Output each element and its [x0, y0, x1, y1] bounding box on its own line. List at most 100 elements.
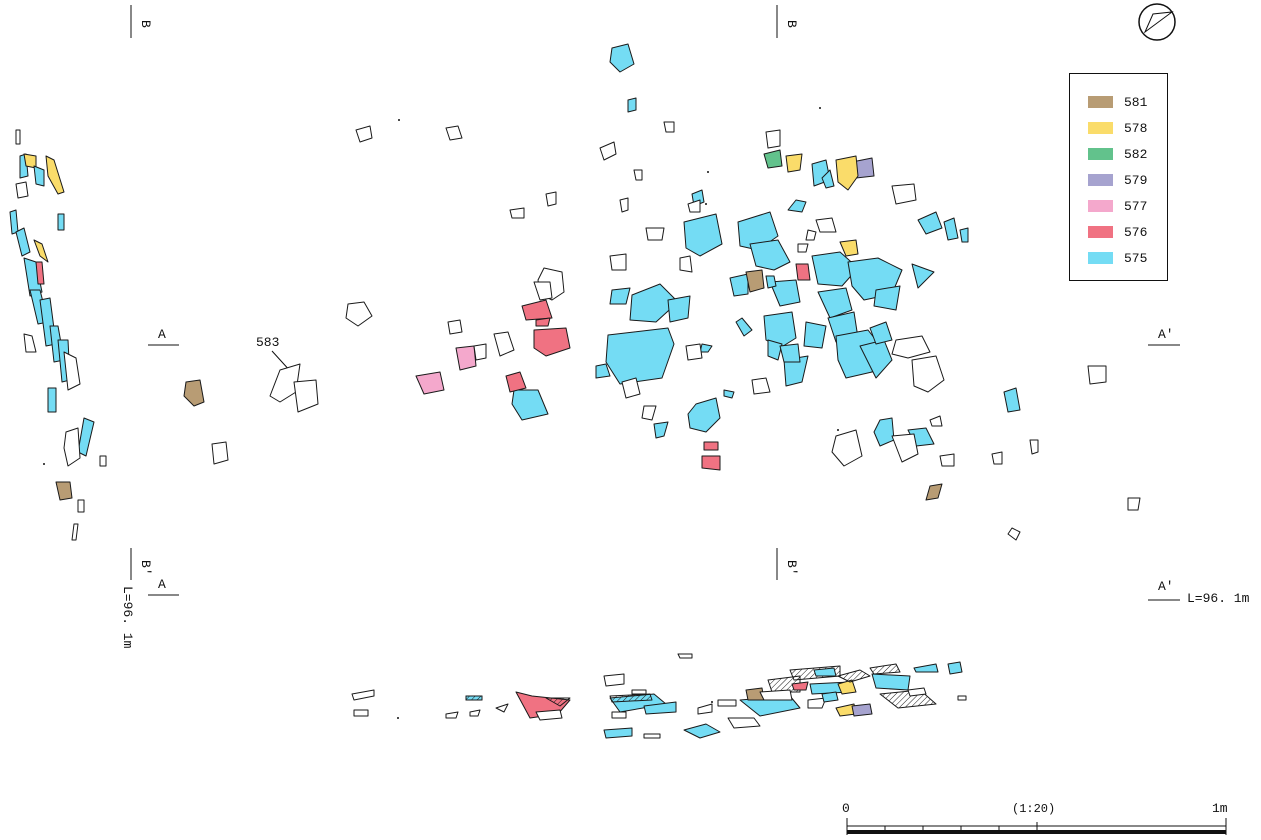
point-marker — [398, 119, 400, 121]
sherd — [545, 697, 571, 707]
sherd — [465, 695, 483, 701]
stone — [879, 689, 937, 709]
sherd — [535, 317, 551, 327]
sherd — [627, 97, 637, 113]
sherd — [723, 389, 735, 399]
sherd — [767, 339, 783, 361]
stone — [929, 415, 943, 427]
sherd — [767, 675, 801, 693]
stone — [63, 427, 81, 467]
stone — [77, 499, 85, 513]
stone — [797, 243, 809, 253]
stone — [685, 343, 703, 361]
stone — [15, 181, 29, 199]
point-marker — [397, 717, 399, 719]
stone — [535, 709, 563, 721]
scale-ratio-label: (1:20) — [1012, 802, 1055, 816]
stone — [663, 121, 675, 133]
sherd — [1003, 387, 1021, 413]
stone — [99, 455, 107, 467]
stone — [447, 319, 463, 335]
stone — [645, 227, 665, 241]
marker-b-top-right: B — [784, 20, 799, 28]
sherd — [653, 421, 669, 439]
sherd — [683, 723, 721, 739]
point-marker — [705, 203, 707, 205]
stone — [611, 711, 627, 719]
stone — [891, 335, 931, 359]
legend-label: 576 — [1124, 224, 1148, 240]
stone — [63, 351, 81, 391]
legend-item-582: 582 — [1088, 146, 1147, 162]
elevation-label-right: L=96. 1m — [1187, 591, 1250, 606]
stone — [641, 405, 657, 421]
stone — [939, 453, 955, 467]
sherd — [45, 155, 65, 195]
scale-bar: 0 (1:20) 1m — [842, 801, 1228, 835]
sherd — [603, 727, 633, 739]
sherd — [917, 211, 943, 235]
sherd — [455, 345, 477, 371]
sherd — [9, 209, 19, 235]
legend-item-575: 575 — [1088, 250, 1147, 266]
stone — [509, 207, 525, 219]
marker-b-bottom-right: B' — [784, 560, 799, 576]
legend-item-581: 581 — [1088, 94, 1147, 110]
stone — [545, 191, 557, 207]
sherd — [745, 269, 765, 293]
sherd — [813, 667, 837, 677]
sherd — [609, 693, 653, 703]
legend-swatch — [1088, 252, 1113, 264]
sherd — [629, 283, 679, 323]
sherd — [787, 199, 807, 213]
sherd — [839, 239, 859, 257]
point-marker — [43, 463, 45, 465]
sherd — [35, 261, 45, 285]
sherd — [943, 217, 959, 241]
sherd — [821, 691, 839, 703]
stone — [473, 343, 487, 361]
sherd — [911, 263, 935, 289]
stone — [533, 281, 553, 301]
legend-label: 579 — [1124, 172, 1148, 188]
sherd — [873, 285, 901, 311]
sherd — [869, 663, 901, 675]
stone — [493, 331, 515, 357]
stone — [23, 333, 37, 353]
sherd — [33, 165, 45, 187]
legend-label: 577 — [1124, 198, 1148, 214]
stone — [831, 429, 863, 467]
sherd — [803, 321, 827, 349]
stone — [991, 451, 1003, 465]
stone — [697, 703, 713, 715]
sherd — [729, 273, 749, 297]
sherd — [643, 701, 677, 715]
sherd — [609, 43, 635, 73]
stone — [759, 689, 793, 701]
legend-item-578: 578 — [1088, 120, 1147, 136]
sherd — [183, 379, 205, 407]
stone — [911, 355, 945, 393]
stone — [71, 523, 79, 541]
legend-label: 582 — [1124, 146, 1148, 162]
sherd — [77, 417, 95, 457]
stone — [765, 129, 781, 149]
legend-item-579: 579 — [1088, 172, 1147, 188]
legend-swatch — [1088, 174, 1113, 186]
sherd — [55, 481, 73, 501]
stone — [353, 709, 369, 717]
stone — [679, 255, 693, 273]
sherd — [837, 669, 871, 683]
sherd — [817, 287, 853, 319]
stone — [609, 253, 627, 271]
legend: 581 578 582 579 577 576 575 — [1069, 73, 1168, 281]
sherd — [913, 663, 939, 673]
stone — [495, 703, 509, 713]
sherd — [15, 227, 31, 257]
sherd — [947, 661, 963, 675]
legend-swatch — [1088, 226, 1113, 238]
marker-a-left: A — [158, 327, 166, 342]
stone — [805, 229, 817, 241]
plan-view — [43, 43, 1141, 541]
